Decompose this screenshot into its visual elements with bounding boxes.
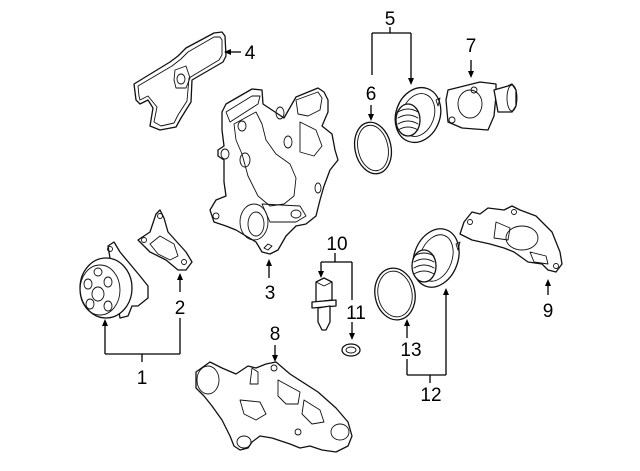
upper-thermostat-seal[interactable] (350, 119, 396, 177)
water-pump[interactable] (79, 241, 149, 319)
callout-8[interactable]: 8 (270, 324, 281, 345)
lower-thermostat[interactable] (405, 222, 467, 293)
callout-6[interactable]: 6 (366, 84, 377, 105)
upper-thermostat[interactable] (388, 81, 448, 149)
callout-leaders (102, 27, 551, 383)
lower-thermostat-seal[interactable] (371, 265, 419, 323)
callout-10[interactable]: 10 (326, 234, 347, 255)
callout-5[interactable]: 5 (385, 9, 396, 30)
front-cover-gasket[interactable] (133, 31, 227, 131)
callout-11[interactable]: 11 (346, 303, 366, 324)
callout-4[interactable]: 4 (245, 43, 256, 64)
callout-7[interactable]: 7 (466, 36, 477, 57)
thermostat-housing[interactable] (195, 361, 353, 453)
callout-3[interactable]: 3 (265, 283, 276, 304)
water-outlet[interactable] (445, 81, 518, 131)
callout-9[interactable]: 9 (543, 301, 554, 322)
callout-12[interactable]: 12 (420, 385, 441, 406)
sensor-seal[interactable] (341, 343, 361, 357)
water-pump-gasket[interactable] (137, 209, 193, 271)
engine-front-cover[interactable] (209, 87, 339, 255)
callout-2[interactable]: 2 (175, 298, 186, 319)
temperature-sensor[interactable] (311, 277, 337, 331)
housing-gasket[interactable] (459, 205, 563, 273)
callout-labels: 1 2 3 4 5 6 7 8 9 10 11 12 13 (137, 9, 554, 406)
callout-1[interactable]: 1 (137, 368, 148, 389)
callout-13[interactable]: 13 (400, 340, 421, 361)
